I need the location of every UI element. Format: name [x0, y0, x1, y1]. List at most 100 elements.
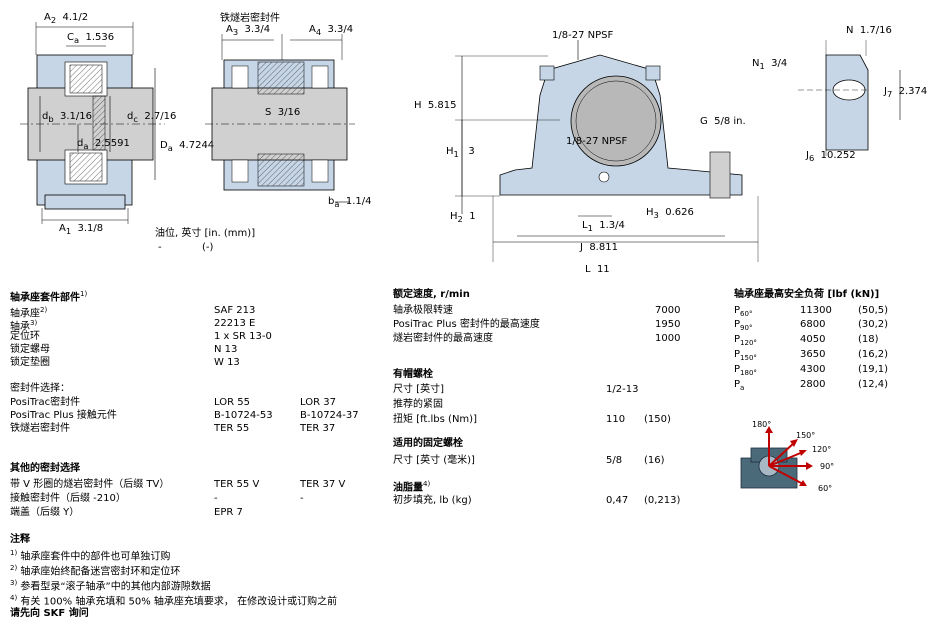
technical-drawing: [20, 22, 901, 262]
load-label: P150°: [734, 349, 757, 362]
notes-footer: 请先向 SKF 询问: [10, 608, 89, 619]
dim-n: N 1.7/16: [846, 25, 892, 36]
grease-label: 初步填充, lb (kg): [393, 495, 472, 506]
dim-da-outer: Da 4.7244: [160, 140, 215, 153]
seal-value: LOR 55: [214, 397, 250, 408]
seal-value-alt: B-10724-37: [300, 410, 359, 421]
dim-h2: H2 1: [450, 211, 476, 224]
dim-s: S 3/16: [265, 107, 301, 118]
cap-bolts-title: 有帽螺栓: [393, 369, 433, 380]
load-label: P90°: [734, 319, 753, 332]
dim-a1: A1 3.1/8: [59, 223, 104, 236]
speed-value: 1000: [655, 333, 681, 344]
left-section-view: [20, 22, 165, 224]
other-seal-value-alt: -: [300, 493, 304, 504]
dim-h1: H1 3: [446, 146, 475, 159]
component-value: N 13: [214, 344, 238, 355]
other-seal-value: -: [214, 493, 218, 504]
components-title: 轴承座套件部件1): [10, 290, 88, 304]
seal-selection-title: 密封件选择：: [10, 383, 70, 394]
dim-j6: J6 10.252: [806, 150, 856, 163]
cap-bolt-label: 尺寸 [英寸]: [393, 384, 444, 395]
speed-value: 7000: [655, 305, 681, 316]
component-label: 轴承3): [10, 319, 38, 333]
cap-bolt-value: 1/2-13: [606, 384, 639, 395]
speed-label: 轴承极限转速: [393, 305, 453, 316]
load-direction-diagram: [740, 426, 813, 489]
load-value: 4300: [800, 364, 826, 375]
seal-section-view: [205, 34, 355, 203]
grease-title: 油脂量4): [393, 480, 431, 494]
note-item: 3) 参看型录“滚子轴承”中的其他内部游隙数据: [10, 579, 211, 593]
dim-h3: H3 0.626: [646, 207, 694, 220]
other-seal-value: TER 55 V: [214, 479, 260, 490]
speed-label: PosiTrac Plus 密封件的最高速度: [393, 319, 540, 330]
load-value-kn: (12,4): [858, 379, 889, 390]
cap-bolt-value: 110: [606, 414, 626, 425]
dim-j7: J7 2.374: [884, 86, 928, 99]
load-label: P60°: [734, 305, 753, 318]
seal-label: PosiTrac密封件: [10, 397, 81, 408]
load-value-kn: (30,2): [858, 319, 889, 330]
oil-level-value: -: [158, 242, 162, 253]
dim-da: da 2.5591: [77, 138, 130, 151]
speed-value: 1950: [655, 319, 681, 330]
dim-l1: L1 1.3/4: [582, 220, 625, 233]
note-item: 4) 有关 100% 轴承充填和 50% 轴承座充填要求， 在修改设计或订购之前: [10, 594, 338, 608]
load-value: 11300: [800, 305, 832, 316]
dim-ca: Ca 1.536: [67, 32, 115, 45]
notes-title: 注释: [10, 534, 30, 545]
note-item: 1) 轴承座套件中的部件也可单独订购: [10, 549, 171, 563]
load-value: 6800: [800, 319, 826, 330]
dim-g: G 5/8 in.: [700, 116, 746, 127]
load-value-kn: (50,5): [858, 305, 889, 316]
other-seals-title: 其他的密封选择: [10, 463, 80, 474]
angle-label: 90°: [820, 462, 835, 471]
seal-title: 铁燧岩密封件: [220, 13, 280, 24]
dim-a2: A2 4.1/2: [44, 12, 89, 25]
load-label: P120°: [734, 334, 757, 347]
cap-bolt-label: 扭矩 [ft.lbs (Nm)]: [393, 414, 477, 425]
load-value: 2800: [800, 379, 826, 390]
angle-label: 180°: [752, 420, 772, 429]
load-label: P180°: [734, 364, 757, 377]
grease-value-kg: (0,213): [644, 495, 681, 506]
dim-ba: ba 1.1/4: [328, 196, 372, 209]
load-label: Pa: [734, 379, 745, 392]
component-label: 定位环: [10, 331, 40, 342]
dim-h: H 5.815: [414, 100, 457, 111]
oil-level-label: 油位, 英寸 [in. (mm)]: [155, 228, 256, 239]
component-value: W 13: [214, 357, 240, 368]
other-seal-value: EPR 7: [214, 507, 243, 518]
dim-j: J 8.811: [580, 242, 618, 253]
seal-label: PosiTrac Plus 接触元件: [10, 410, 117, 421]
seal-value-alt: LOR 37: [300, 397, 336, 408]
seal-value: B-10724-53: [214, 410, 273, 421]
grease-value: 0,47: [606, 495, 629, 506]
side-view: [798, 40, 901, 156]
other-seal-value-alt: TER 37 V: [300, 479, 346, 490]
angle-label: 120°: [812, 445, 832, 454]
component-value: 22213 E: [214, 318, 256, 329]
other-seal-label: 端盖（后缀 Y）: [10, 507, 80, 518]
component-label: 锁定螺母: [10, 344, 50, 355]
angle-label: 150°: [796, 431, 816, 440]
other-seal-label: 带 V 形圈的燧岩密封件（后缀 TV）: [10, 479, 170, 490]
speed-title: 额定速度, r/min: [393, 289, 470, 300]
component-value: SAF 213: [214, 305, 256, 316]
fix-bolt-value-mm: (16): [644, 455, 665, 466]
dim-a3: A3 3.3/4: [226, 24, 271, 37]
load-value-kn: (16,2): [858, 349, 889, 360]
speed-label: 燧岩密封件的最高速度: [393, 333, 493, 344]
front-view: [455, 40, 759, 262]
angle-label: 60°: [818, 484, 833, 493]
load-value-kn: (18): [858, 334, 879, 345]
load-value: 3650: [800, 349, 826, 360]
npsf-top: 1/8-27 NPSF: [552, 30, 614, 41]
dim-a4: A4 3.3/4: [309, 24, 354, 37]
seal-value: TER 55: [214, 423, 250, 434]
cap-bolt-value-nm: (150): [644, 414, 671, 425]
component-label: 锁定垫圈: [10, 357, 50, 368]
dim-dc: dc 2.7/16: [127, 111, 177, 124]
fix-bolt-value: 5/8: [606, 455, 623, 466]
